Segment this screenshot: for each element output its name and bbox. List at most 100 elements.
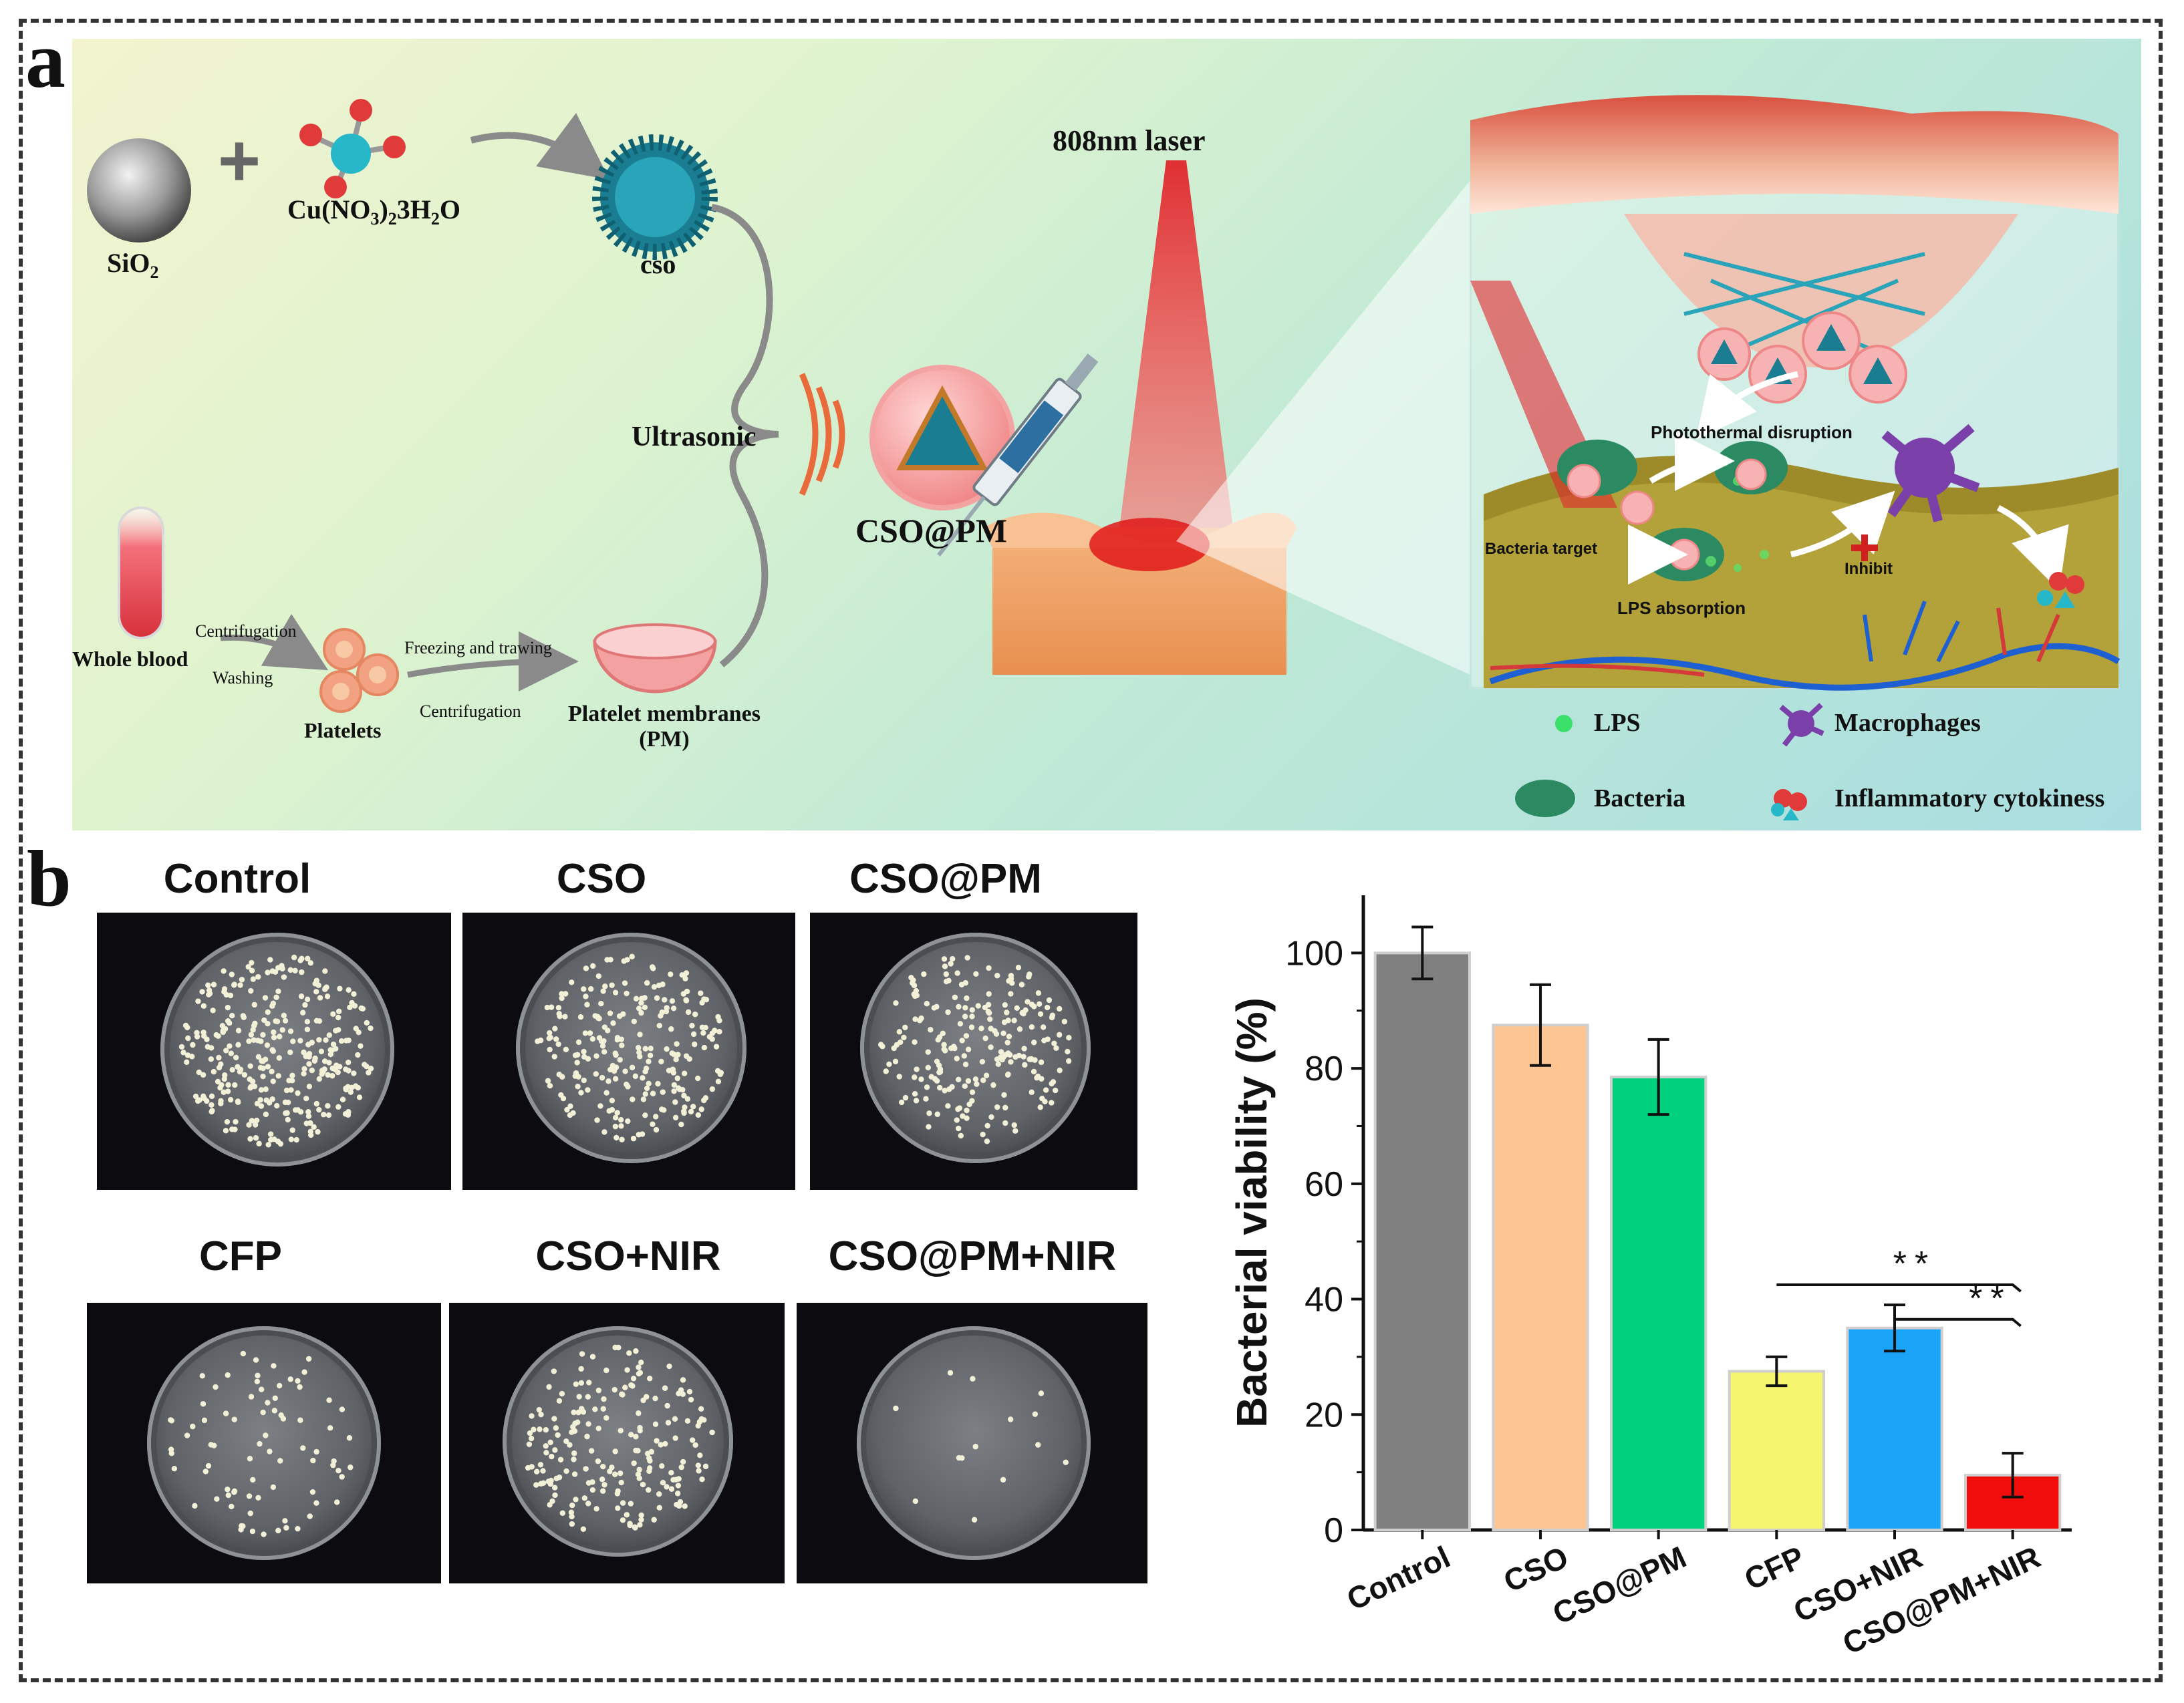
colony-dot [585, 1087, 591, 1093]
colony-dot [643, 1065, 650, 1072]
colony-dot [283, 1087, 290, 1094]
colony-dot [902, 1024, 908, 1031]
colony-dot [1004, 1010, 1010, 1016]
colony-dot [257, 1064, 264, 1071]
colony-dot [548, 1004, 555, 1010]
colony-dot [633, 995, 640, 1002]
colony-dot [697, 1452, 703, 1458]
colony-dot [251, 1037, 257, 1043]
colony-dot [912, 1074, 918, 1080]
colony-dot [571, 1471, 578, 1477]
colony-dot [348, 1464, 354, 1470]
colony-dot [610, 1020, 616, 1026]
colony-dot [282, 1518, 288, 1524]
colony-dot [692, 1041, 698, 1048]
colony-dot [303, 1120, 309, 1126]
colony-dot [949, 956, 956, 962]
colony-dot [1035, 1073, 1041, 1080]
significance-label: ** [1969, 1279, 2012, 1318]
colony-dot [575, 1039, 582, 1046]
significance-label: ** [1893, 1245, 1936, 1283]
colony-dot [221, 968, 227, 974]
colony-dot [972, 1076, 979, 1082]
colony-dot [597, 1103, 603, 1109]
colony-dot [313, 1500, 319, 1506]
colony-dot [986, 1016, 993, 1022]
colony-dot [581, 1048, 587, 1055]
colony-dot [672, 1114, 679, 1120]
colony-dot [325, 1112, 332, 1118]
sio2-label: SiO2 [107, 248, 159, 282]
colony-dot [343, 1038, 350, 1044]
colony-dot [248, 987, 254, 994]
colony-dot [892, 1058, 899, 1065]
colony-dot [263, 1097, 269, 1103]
colony-dot [567, 1112, 573, 1118]
cso-label: cso [640, 249, 676, 279]
colony-dot [603, 1090, 609, 1096]
colony-dot [351, 991, 357, 997]
lps-legend-icon [1555, 715, 1573, 732]
colony-dot [636, 1410, 642, 1416]
colony-dot [537, 1462, 544, 1468]
colony-dot [265, 1142, 271, 1148]
colony-dot [624, 990, 630, 997]
colony-dot [662, 1385, 668, 1391]
colony-dot [248, 1032, 255, 1038]
colony-dot [283, 1525, 289, 1531]
colony-dot [589, 1487, 596, 1493]
colony-dot [571, 1456, 577, 1462]
colony-dot [582, 1030, 589, 1036]
significance-bracket [1895, 1318, 2022, 1328]
colony-dot [715, 1014, 721, 1020]
colony-dot [569, 1429, 575, 1435]
colony-dot [632, 1073, 638, 1080]
colony-dot [178, 1044, 185, 1050]
colony-dot [287, 1376, 293, 1382]
colony-dot [600, 1463, 606, 1470]
colony-dot [231, 982, 237, 988]
colony-dot [1057, 1067, 1063, 1074]
colony-dot [936, 1084, 943, 1091]
colony-dot [551, 1416, 557, 1422]
syringe-icon [937, 353, 1099, 557]
colony-dot [1011, 1122, 1017, 1128]
colony-dot [303, 1095, 309, 1102]
colony-dot [624, 1512, 630, 1518]
zoom-wedge [1176, 180, 1470, 675]
panel-a-artwork: + [87, 95, 2121, 820]
colony-dot [194, 1098, 201, 1104]
colony-dot [275, 1527, 281, 1534]
colony-dot [583, 1466, 589, 1472]
colony-dot [1015, 964, 1022, 971]
colony-dot [965, 1046, 972, 1053]
colony-dot [273, 994, 279, 1000]
colony-dot [985, 1008, 991, 1015]
colony-dot [942, 963, 948, 969]
colony-dot [261, 1531, 267, 1537]
colony-dot [225, 1082, 231, 1088]
colony-dot [612, 1050, 618, 1056]
colony-dot [583, 993, 589, 999]
colony-dot [547, 1439, 553, 1446]
colony-dot [940, 1030, 946, 1037]
centrifugation-label-2: Centrifugation [420, 702, 521, 721]
colony-dot [1016, 1026, 1023, 1032]
colony-dot [668, 1470, 674, 1476]
colony-dot [295, 1107, 301, 1113]
colony-dot [313, 1100, 320, 1107]
colony-dot [326, 1032, 332, 1038]
colony-dot [584, 1433, 590, 1440]
colony-dot [651, 983, 658, 990]
colony-dot [1049, 1100, 1055, 1106]
colony-dot [195, 998, 201, 1004]
colony-dot [983, 1072, 990, 1078]
colony-dot [569, 1502, 575, 1509]
colony-dot [642, 995, 648, 1001]
colony-dot [271, 1029, 277, 1036]
colony-dot [573, 1381, 579, 1387]
colony-dot [270, 1000, 277, 1007]
colony-dot [954, 1117, 960, 1123]
colony-dot [261, 1017, 267, 1024]
colony-dot [648, 1046, 654, 1052]
